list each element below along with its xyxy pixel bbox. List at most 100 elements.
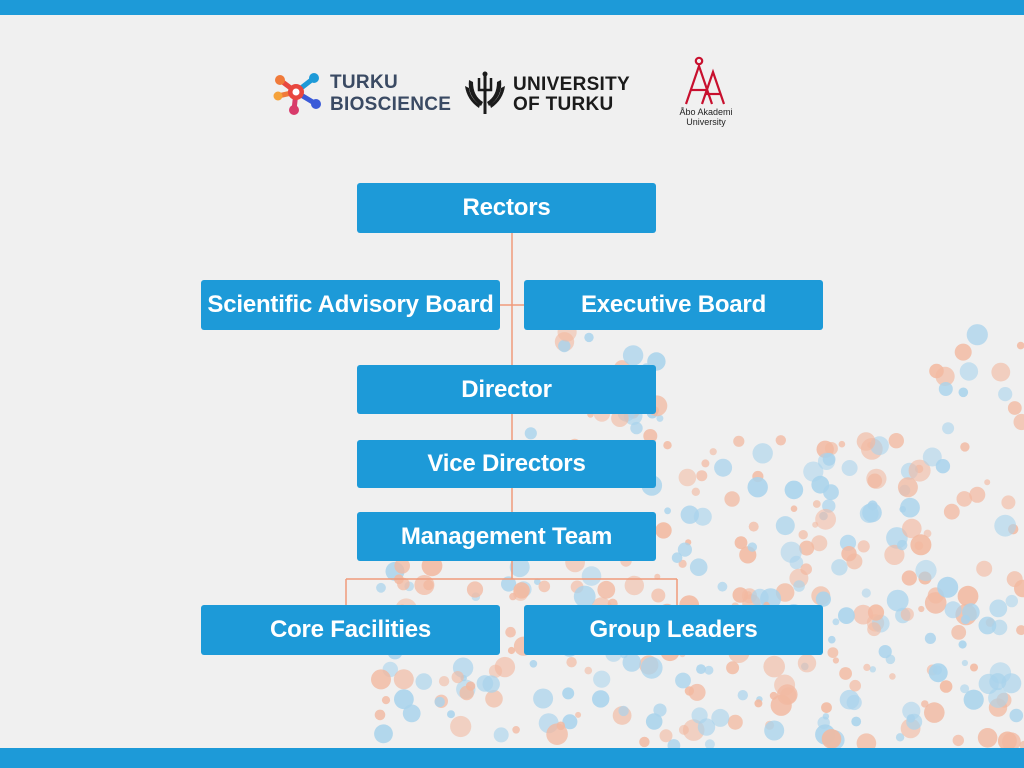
decorative-dot bbox=[651, 588, 666, 603]
decorative-dot bbox=[1016, 341, 1024, 350]
decorative-dot bbox=[734, 536, 748, 550]
decorative-dot bbox=[922, 447, 942, 467]
decorative-dot bbox=[924, 702, 945, 723]
decorative-dot bbox=[822, 452, 836, 466]
decorative-dot bbox=[677, 542, 693, 557]
decorative-dot bbox=[821, 702, 832, 713]
decorative-dot bbox=[678, 559, 687, 568]
decorative-dot bbox=[851, 716, 862, 727]
decorative-dot bbox=[558, 339, 571, 353]
decorative-dot bbox=[815, 591, 832, 607]
top-accent-band bbox=[0, 0, 1024, 15]
decorative-dot bbox=[815, 508, 836, 530]
decorative-dot bbox=[654, 573, 661, 580]
decorative-dot bbox=[924, 632, 937, 645]
decorative-dot bbox=[438, 676, 450, 687]
decorative-dot bbox=[857, 540, 870, 553]
decorative-dot bbox=[704, 739, 715, 750]
decorative-dot bbox=[482, 675, 500, 693]
decorative-dot bbox=[866, 468, 887, 489]
decorative-dot bbox=[434, 696, 445, 708]
decorative-dot bbox=[984, 479, 991, 486]
decorative-dot bbox=[717, 581, 728, 592]
abo-akademi-line1: Åbo Akademi bbox=[679, 107, 733, 117]
decorative-dot bbox=[958, 640, 967, 649]
decorative-dot bbox=[663, 441, 672, 450]
decorative-dot bbox=[423, 579, 434, 591]
decorative-dot bbox=[952, 734, 964, 747]
decorative-dot bbox=[790, 505, 798, 512]
decorative-dot bbox=[1002, 732, 1021, 752]
decorative-dot bbox=[951, 625, 967, 640]
decorative-dot bbox=[524, 427, 537, 440]
decorative-dot bbox=[714, 458, 733, 477]
decorative-dot bbox=[939, 680, 953, 693]
decorative-dot bbox=[821, 729, 842, 749]
decorative-dot bbox=[841, 460, 858, 476]
decorative-dot bbox=[937, 576, 959, 598]
decorative-dot bbox=[534, 578, 541, 585]
decorative-dot bbox=[888, 433, 904, 449]
decorative-dot bbox=[897, 539, 908, 551]
decorative-dot bbox=[991, 362, 1011, 382]
decorative-dot bbox=[593, 670, 611, 688]
decorative-dot bbox=[811, 475, 830, 494]
decorative-dot bbox=[402, 704, 421, 723]
bottom-accent-band bbox=[0, 748, 1024, 768]
decorative-dot bbox=[533, 688, 554, 709]
decorative-dot bbox=[704, 665, 714, 675]
decorative-dot bbox=[824, 442, 838, 455]
decorative-dot bbox=[869, 666, 876, 673]
decorative-dot bbox=[978, 616, 997, 635]
decorative-dot bbox=[447, 710, 455, 719]
decorative-dot bbox=[451, 671, 464, 684]
decorative-dot bbox=[509, 592, 517, 601]
decorative-dot bbox=[838, 440, 846, 448]
decorative-dot bbox=[839, 667, 852, 680]
decorative-dot bbox=[932, 665, 943, 675]
rectors-box: Rectors bbox=[357, 183, 656, 233]
decorative-dot bbox=[1007, 401, 1022, 415]
decorative-dot bbox=[693, 507, 712, 526]
decorative-dot bbox=[671, 552, 683, 563]
university-of-turku-logo: UNIVERSITY OF TURKU bbox=[465, 70, 630, 116]
decorative-dot bbox=[748, 521, 759, 532]
decorative-dot bbox=[763, 655, 785, 678]
decorative-dot bbox=[584, 332, 594, 343]
vice-directors-box: Vice Directors bbox=[357, 440, 656, 488]
decorative-dot bbox=[1001, 495, 1016, 510]
decorative-dot bbox=[960, 442, 970, 452]
decorative-dot bbox=[645, 713, 663, 730]
decorative-dot bbox=[575, 711, 582, 718]
director-box: Director bbox=[357, 365, 656, 414]
decorative-dot bbox=[664, 507, 671, 515]
decorative-dot bbox=[501, 576, 517, 592]
scientific-advisory-board-box: Scientific Advisory Board bbox=[201, 280, 500, 330]
decorative-dot bbox=[684, 686, 695, 696]
turku-bioscience-logo: TURKU BIOSCIENCE bbox=[268, 68, 451, 116]
decorative-dot bbox=[562, 687, 575, 700]
decorative-dot bbox=[538, 580, 551, 593]
decorative-dot bbox=[505, 626, 516, 638]
decorative-dot bbox=[1013, 413, 1024, 431]
decorative-dot bbox=[696, 470, 708, 482]
decorative-dot bbox=[770, 694, 792, 716]
decorative-dot bbox=[1001, 673, 1022, 694]
decorative-dot bbox=[374, 724, 393, 744]
decorative-dot bbox=[956, 491, 973, 507]
core-facilities-box: Core Facilities bbox=[201, 605, 500, 655]
decorative-dot bbox=[960, 684, 970, 694]
decorative-dot bbox=[655, 522, 672, 539]
decorative-dot bbox=[394, 689, 414, 710]
decorative-dot bbox=[784, 480, 804, 500]
decorative-dot bbox=[659, 729, 673, 743]
decorative-dot bbox=[859, 504, 879, 523]
abo-akademi-logo: Åbo Akademi University bbox=[666, 56, 746, 128]
decorative-dot bbox=[954, 343, 972, 361]
decorative-dot bbox=[900, 497, 920, 518]
decorative-dot bbox=[774, 674, 796, 696]
decorative-dot bbox=[711, 708, 730, 727]
decorative-dot bbox=[924, 592, 947, 614]
decorative-dot bbox=[546, 723, 568, 745]
decorative-dot bbox=[374, 709, 386, 721]
